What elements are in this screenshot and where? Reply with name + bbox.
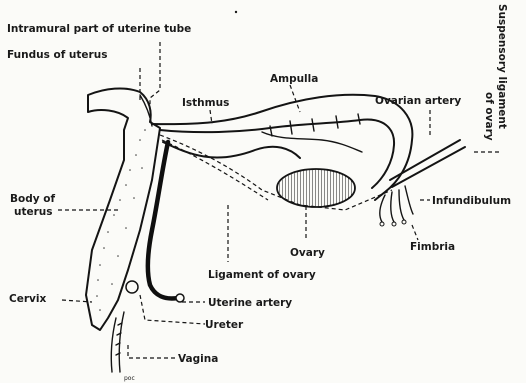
label-ureter: Ureter <box>205 319 244 331</box>
label-intramural: Intramural part of uterine tube <box>7 23 191 35</box>
label-body-2: uterus <box>14 206 53 218</box>
label-suspensory-1: Suspensory ligament <box>496 4 508 129</box>
uterine-artery-end <box>176 294 184 302</box>
suspensory-ligament <box>390 140 465 187</box>
label-suspensory-2: of ovary <box>483 92 495 141</box>
ovary-shape <box>277 169 355 207</box>
label-ovarian-artery: Ovarian artery <box>375 95 461 107</box>
label-cervix: Cervix <box>9 293 46 305</box>
label-ligament-of-ovary: Ligament of ovary <box>208 269 316 281</box>
ligament-of-ovary-line <box>163 142 300 158</box>
label-ampulla: Ampulla <box>270 73 318 85</box>
label-infundibulum: Infundibulum <box>432 195 511 207</box>
ureter-circle <box>126 281 138 293</box>
label-body-1: Body of <box>10 193 55 205</box>
label-isthmus: Isthmus <box>182 97 229 109</box>
uterine-artery-vessel <box>148 142 178 298</box>
label-fimbria: Fimbria <box>410 241 455 253</box>
label-mark: poc <box>124 375 135 382</box>
vagina-shape <box>111 312 124 372</box>
label-uterine-artery: Uterine artery <box>208 297 292 309</box>
label-fundus: Fundus of uterus <box>7 49 107 61</box>
uterus-outline <box>86 88 160 330</box>
stray-dot <box>235 11 237 13</box>
label-ovary: Ovary <box>290 247 325 259</box>
label-vagina: Vagina <box>178 353 218 365</box>
